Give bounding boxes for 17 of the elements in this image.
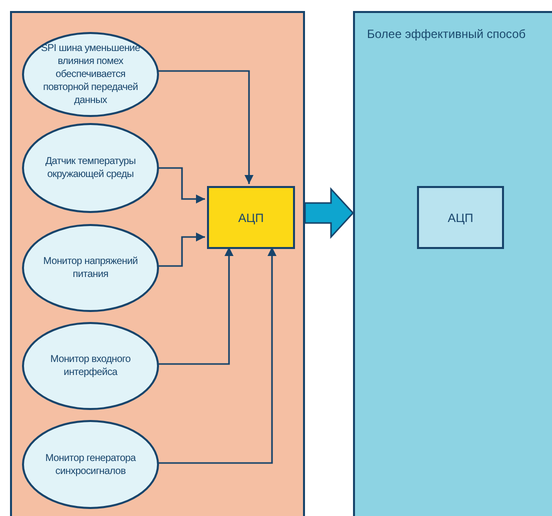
adc-box xyxy=(207,186,295,249)
arrow xyxy=(157,167,205,204)
arrow xyxy=(157,247,276,464)
arrow xyxy=(157,247,234,365)
block-arrow xyxy=(304,187,354,239)
node-label: Монитор генератора синхросигналов xyxy=(44,452,137,478)
node-label: Монитор входного интерфейса xyxy=(49,353,132,379)
arrow xyxy=(157,70,254,184)
node-label: АЦП xyxy=(448,210,474,226)
node-label: Монитор напряжений питания xyxy=(42,255,139,281)
adc-box xyxy=(417,186,504,249)
panel xyxy=(10,11,305,516)
node-label: АЦП xyxy=(238,210,264,226)
arrow xyxy=(157,232,205,267)
node-label: Датчик температуры окружающей среды xyxy=(44,155,137,181)
panel xyxy=(353,11,552,516)
node-label: Более эффективный способ xyxy=(367,26,526,43)
